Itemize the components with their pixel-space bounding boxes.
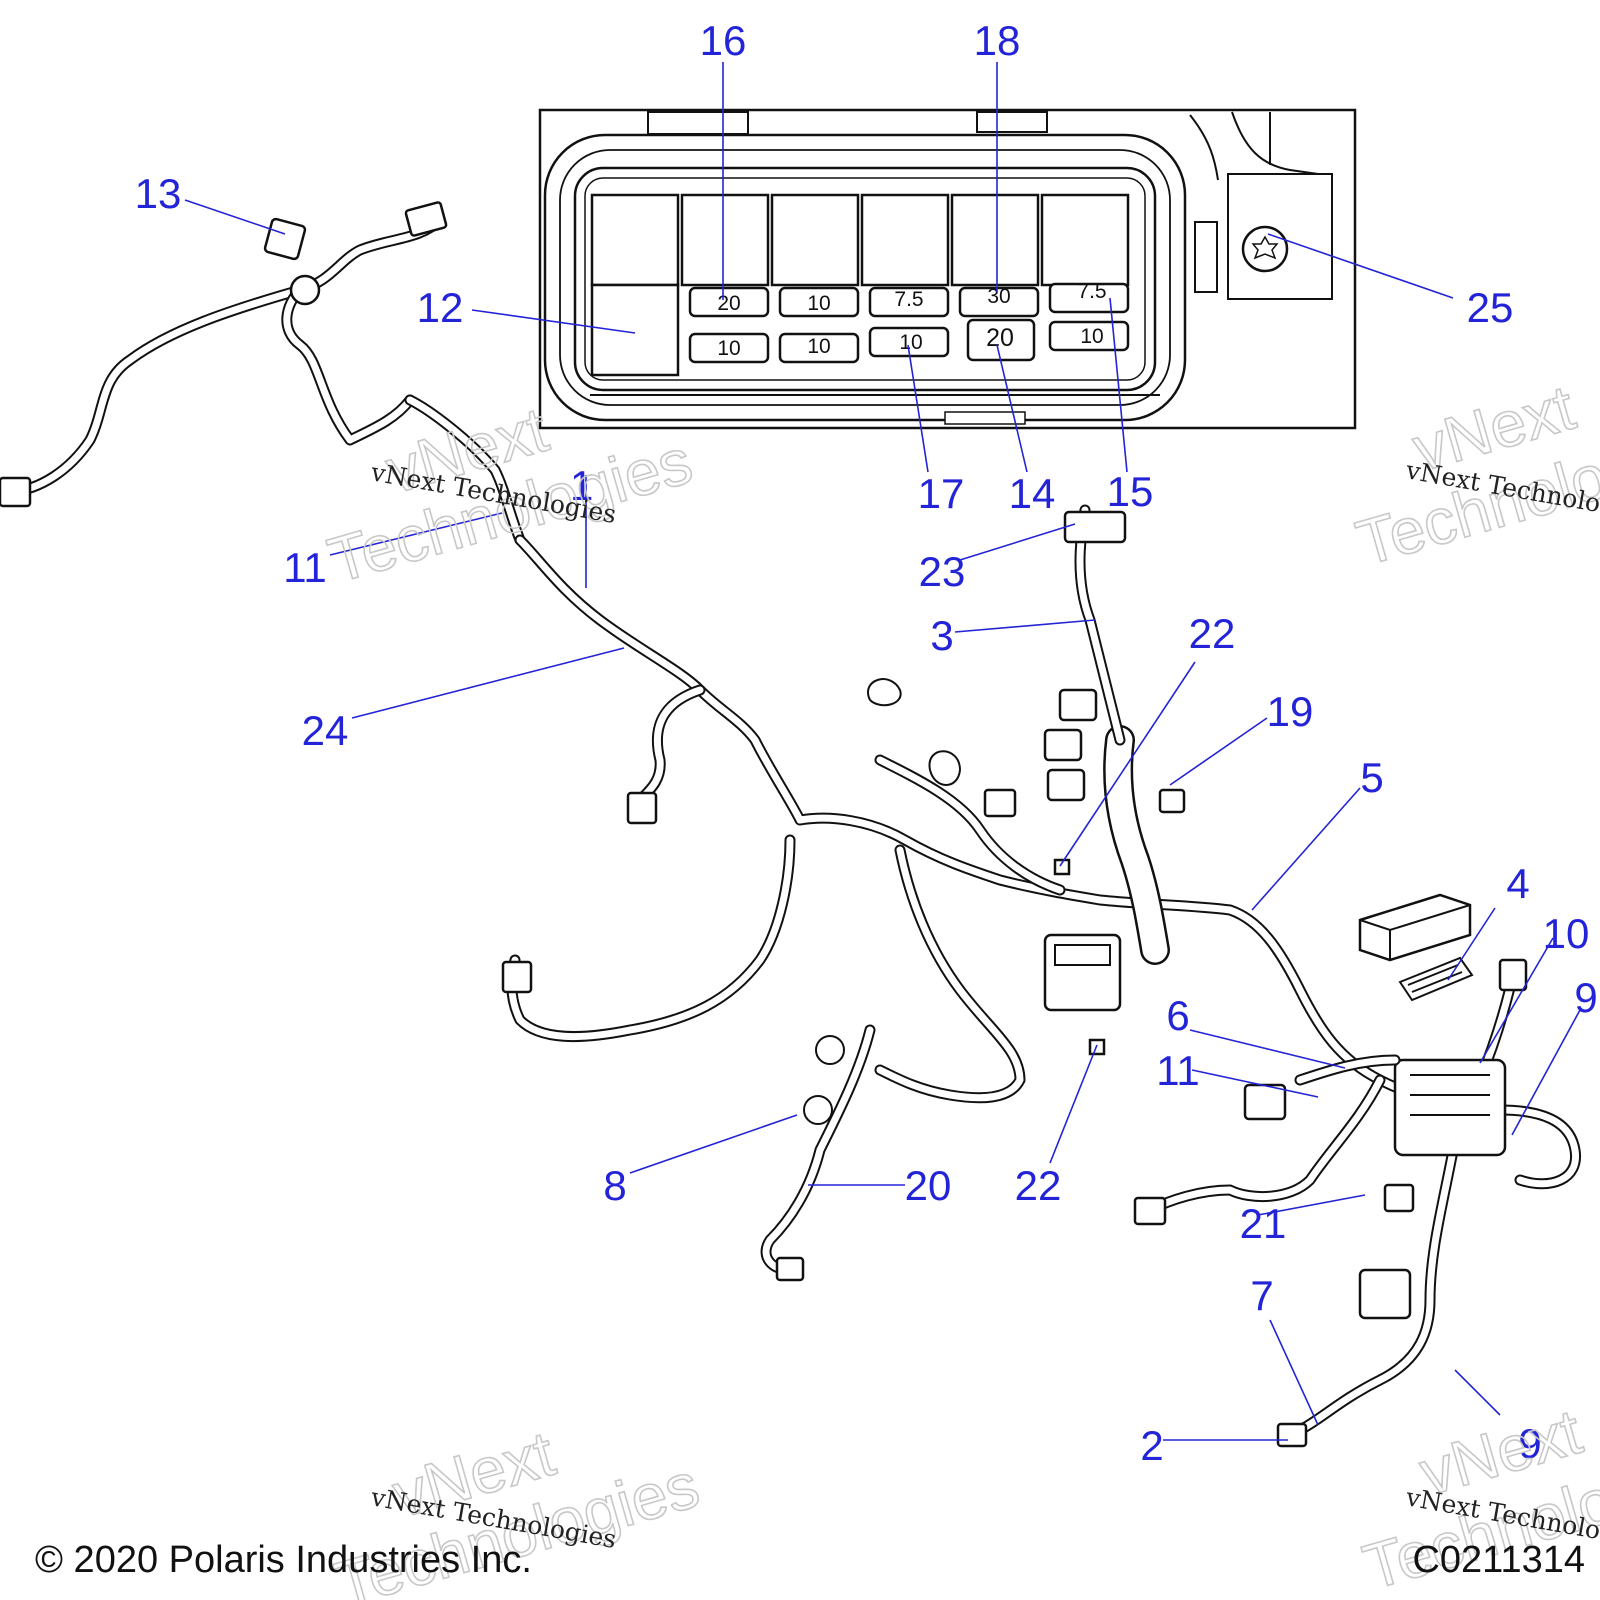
callout-12: 12: [417, 284, 464, 331]
fuse-label: 30: [987, 285, 1010, 308]
callout-19: 19: [1267, 688, 1314, 735]
callout-17: 17: [918, 470, 965, 517]
callout-2: 2: [1140, 1422, 1163, 1469]
callout-13: 13: [135, 170, 182, 217]
callout-21: 21: [1240, 1200, 1287, 1247]
callout-9a: 9: [1574, 974, 1597, 1021]
callout-24: 24: [302, 707, 349, 754]
module-box: [1358, 893, 1472, 962]
callout-1: 1: [570, 462, 593, 509]
callout-6: 6: [1166, 992, 1189, 1039]
watermark-top-right: vNext Technologies: [1348, 370, 1600, 580]
callout-16: 16: [700, 17, 747, 64]
fuse-label: 10: [717, 337, 740, 360]
fuse-label: 10: [807, 335, 830, 358]
fuse-box-inset: 20 10 7.5 30 7.5 10 10 10 20 10: [538, 108, 1357, 430]
copyright-text: © 2020 Polaris Industries Inc.: [35, 1539, 532, 1581]
callout-22b: 22: [1015, 1162, 1062, 1209]
callout-25: 25: [1467, 284, 1514, 331]
fuse-label: 10: [899, 331, 922, 354]
callout-4: 4: [1506, 860, 1529, 907]
label-sheet: [1398, 956, 1474, 1002]
fuse-label: 10: [1080, 325, 1103, 348]
callout-15: 15: [1107, 468, 1154, 515]
fuse-label: 20: [986, 324, 1014, 352]
fuse-label: 10: [807, 292, 830, 315]
fuse-label: 7.5: [1077, 280, 1106, 303]
leader-lines: [184, 62, 1581, 1441]
callout-11a: 11: [283, 544, 327, 591]
diagram-code: C0211314: [1412, 1539, 1585, 1581]
callout-18: 18: [974, 17, 1021, 64]
fuse-slots: [688, 282, 1130, 364]
callout-7: 7: [1250, 1272, 1273, 1319]
fuse-label: 7.5: [894, 288, 923, 311]
callout-20: 20: [905, 1162, 952, 1209]
bolt-icon: [1241, 225, 1289, 273]
fuse-label: 20: [717, 292, 740, 315]
callout-14: 14: [1009, 470, 1056, 517]
callout-9b: 9: [1518, 1420, 1541, 1467]
callout-23: 23: [919, 548, 966, 595]
callout-5: 5: [1360, 754, 1383, 801]
callout-22a: 22: [1189, 610, 1236, 657]
callout-11b: 11: [1156, 1047, 1200, 1094]
wire-harness: [0, 201, 1581, 1448]
callout-8: 8: [603, 1162, 626, 1209]
callout-3: 3: [930, 612, 953, 659]
callouts: 1 2 3 4 5 6 7 8 9 9 10 11 11 12 13 14 15…: [135, 17, 1598, 1469]
callout-10: 10: [1543, 910, 1590, 957]
